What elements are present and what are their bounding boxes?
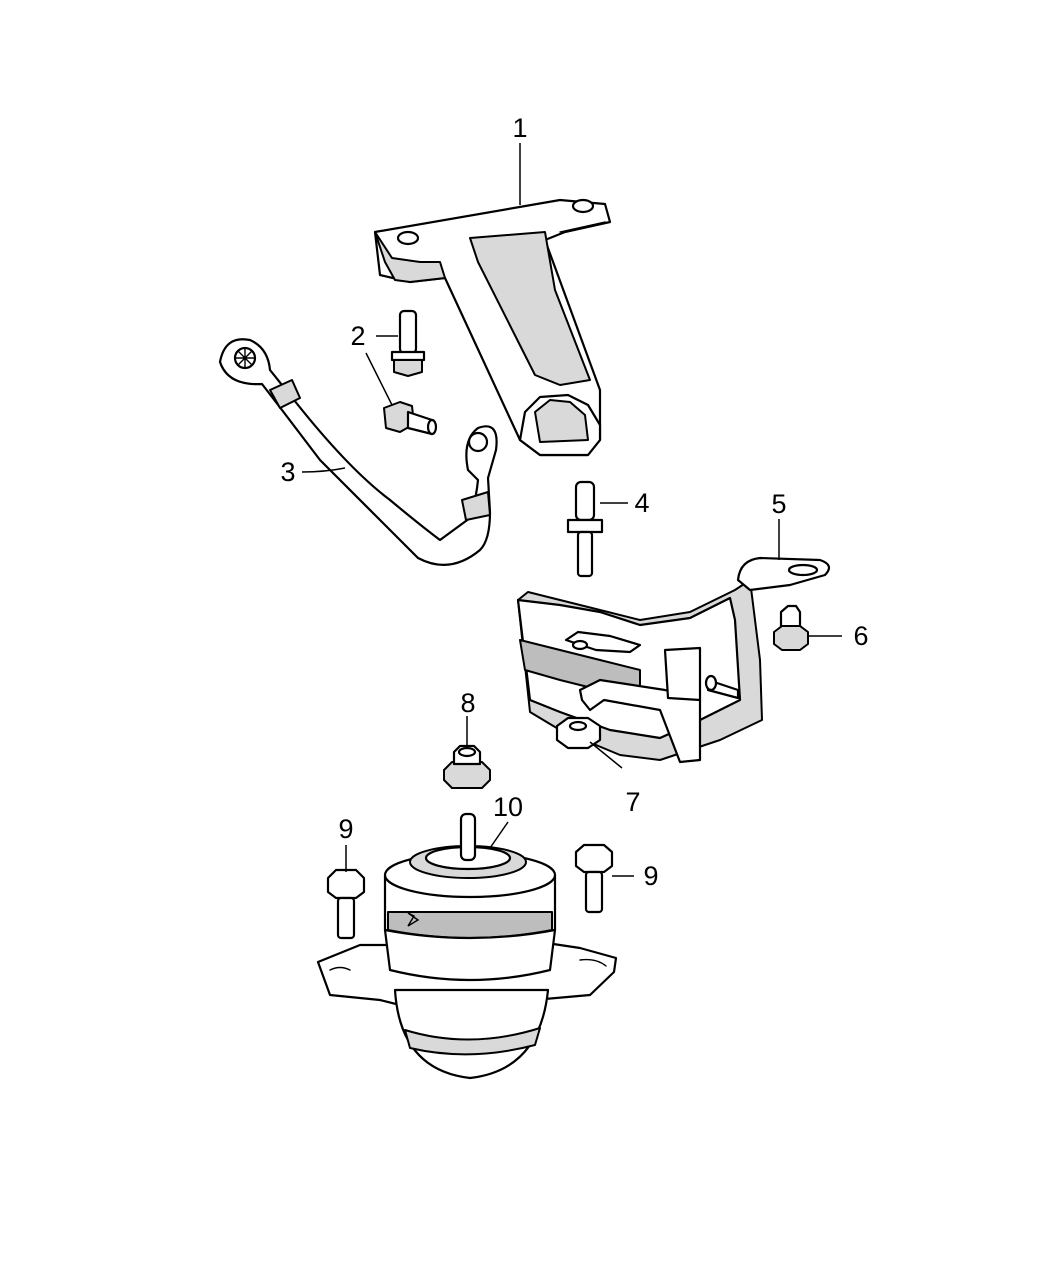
part-9-bolt-left (326, 868, 366, 940)
part-3-ground-strap (218, 338, 498, 566)
callout-2: 2 (350, 321, 365, 351)
leader-7 (589, 741, 623, 769)
part-9-bolt-right (574, 843, 614, 914)
leader-2b (365, 352, 393, 406)
callout-10: 10 (493, 792, 523, 822)
part-7-nut (555, 716, 602, 750)
callout-3: 3 (280, 457, 295, 487)
callout-labels: 1 2 3 4 5 6 7 8 9 9 10 (280, 113, 868, 891)
part-5-heat-shield (516, 556, 831, 764)
leader-10 (489, 821, 509, 849)
leader-lines (301, 143, 842, 877)
part-10-engine-mount (316, 812, 618, 1080)
callout-1: 1 (512, 113, 527, 143)
part-4-stud (566, 480, 604, 578)
part-2-bolt-upper (390, 309, 426, 377)
part-1-bracket (373, 198, 612, 457)
part-6-nut (773, 604, 809, 651)
callout-9-left: 9 (338, 814, 353, 844)
part-8-nut (443, 744, 491, 789)
callout-7: 7 (625, 787, 640, 817)
callout-5: 5 (771, 489, 786, 519)
callout-4: 4 (634, 488, 649, 518)
leader-3 (301, 467, 346, 473)
callout-9-right: 9 (643, 861, 658, 891)
callout-8: 8 (460, 688, 475, 718)
callout-6: 6 (853, 621, 868, 651)
part-2-bolt-lower (383, 401, 438, 436)
